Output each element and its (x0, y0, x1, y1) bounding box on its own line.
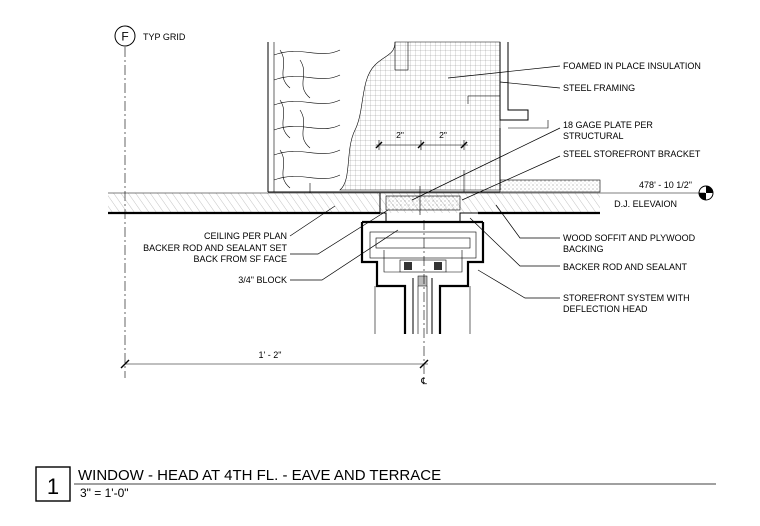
dim-right-2in: 2" (439, 130, 447, 140)
callout-backer-rod-left-1: BACKER ROD AND SEALANT SET (143, 243, 287, 253)
callout-wood-soffit-1: WOOD SOFFIT AND PLYWOOD (563, 233, 696, 243)
callout-foamed-insulation: FOAMED IN PLACE INSULATION (563, 61, 701, 71)
callout-ceiling: CEILING PER PLAN (204, 231, 287, 241)
detail-title: WINDOW - HEAD AT 4TH FL. - EAVE AND TERR… (78, 467, 441, 484)
callout-18-gage-plate-2: STRUCTURAL (563, 131, 624, 141)
callout-storefront-system-2: DEFLECTION HEAD (563, 304, 648, 314)
detail-number: 1 (47, 474, 59, 499)
centerline-symbol: ℄ (420, 376, 427, 386)
grid-bubble (114, 25, 136, 47)
dim-2in: 2" 2" (375, 130, 468, 150)
grid-label: TYP GRID (143, 32, 186, 42)
callout-storefront-bracket: STEEL STOREFRONT BRACKET (563, 149, 701, 159)
callout-steel-framing: STEEL FRAMING (563, 83, 635, 93)
callout-block: 3/4" BLOCK (238, 275, 287, 285)
callout-storefront-system-1: STOREFRONT SYSTEM WITH (563, 293, 690, 303)
detail-number-box (35, 466, 71, 502)
overall-dimension: 1' - 2" ℄ (120, 220, 429, 386)
callouts-right: FOAMED IN PLACE INSULATION STEEL FRAMING… (411, 61, 701, 314)
detail-scale: 3" = 1'-0" (80, 486, 129, 500)
steel-framing (467, 42, 549, 190)
soffit-band (108, 191, 600, 215)
foamed-insulation (339, 41, 501, 191)
terrace-slab (499, 179, 601, 193)
batt-insulation (267, 42, 341, 192)
storefront-head (360, 220, 485, 334)
elevation-label: D.J. ELEVAION (614, 199, 677, 209)
elevation-value: 478' - 10 1/2" (639, 180, 692, 190)
grid-letter: F (121, 30, 128, 44)
overall-dim-text: 1' - 2" (259, 350, 282, 360)
dim-left-2in: 2" (396, 130, 404, 140)
callouts-left: CEILING PER PLAN BACKER ROD AND SEALANT … (143, 205, 399, 285)
callout-backer-rod-right: BACKER ROD AND SEALANT (563, 262, 688, 272)
title-block: 1 WINDOW - HEAD AT 4TH FL. - EAVE AND TE… (35, 466, 716, 502)
elevation-marker: 478' - 10 1/2" D.J. ELEVAION (600, 180, 714, 209)
callout-18-gage-plate-1: 18 GAGE PLATE PER (563, 120, 653, 130)
callout-backer-rod-left-2: BACK FROM SF FACE (193, 254, 287, 264)
callout-wood-soffit-2: BACKING (563, 244, 604, 254)
